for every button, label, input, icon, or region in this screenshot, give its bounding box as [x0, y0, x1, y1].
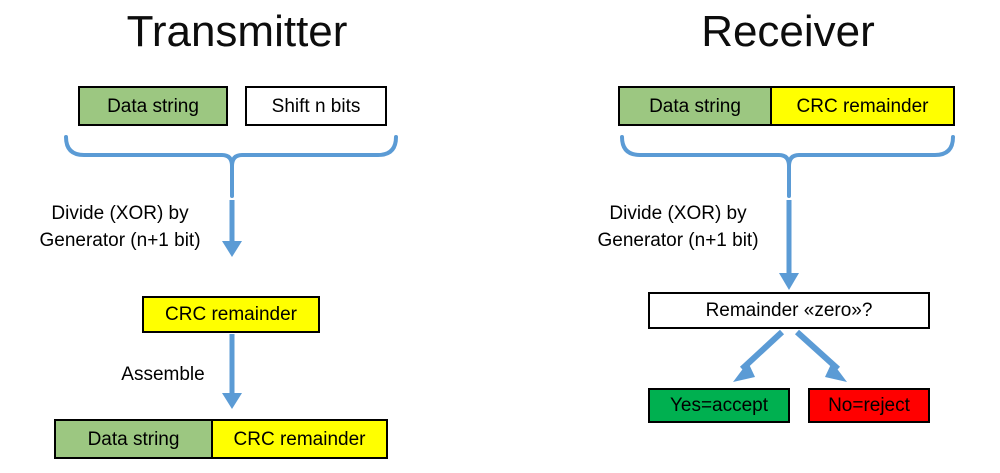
- receiver-divide-arrow-head: [779, 273, 799, 290]
- receiver-yes-arrow-shaft: [739, 329, 785, 372]
- transmitter-output-frame[interactable]: Data string CRC remainder: [54, 419, 388, 459]
- receiver-input-frame[interactable]: Data string CRC remainder: [618, 86, 955, 126]
- transmitter-brace: [64, 135, 398, 167]
- receiver-accept-box[interactable]: Yes=accept: [648, 388, 790, 423]
- receiver-yes-arrow-head: [733, 362, 755, 382]
- receiver-title: Receiver: [701, 7, 875, 56]
- transmitter-output-crc-cell: CRC remainder: [211, 421, 386, 457]
- receiver-input-crc-cell: CRC remainder: [770, 88, 953, 124]
- receiver-decision-box[interactable]: Remainder «zero»?: [648, 292, 930, 329]
- transmitter-output-data-cell: Data string: [56, 421, 211, 457]
- transmitter-title: Transmitter: [126, 7, 348, 56]
- receiver-no-arrow-head: [825, 362, 847, 382]
- receiver-divide-label: Divide (XOR) by Generator (n+1 bit): [597, 203, 759, 251]
- transmitter-divide-label: Divide (XOR) by Generator (n+1 bit): [39, 203, 201, 251]
- receiver-no-arrow-shaft: [794, 329, 841, 372]
- transmitter-crc-remainder-box[interactable]: CRC remainder: [142, 296, 320, 333]
- receiver-brace: [620, 135, 955, 167]
- transmitter-shift-box[interactable]: Shift n bits: [245, 86, 387, 126]
- receiver-reject-box[interactable]: No=reject: [808, 388, 930, 423]
- transmitter-data-string-box[interactable]: Data string: [78, 86, 228, 126]
- transmitter-divide-arrow-head: [222, 241, 242, 257]
- receiver-input-data-cell: Data string: [620, 88, 770, 124]
- transmitter-assemble-label: Assemble: [121, 364, 205, 385]
- transmitter-assemble-arrow-head: [222, 393, 242, 409]
